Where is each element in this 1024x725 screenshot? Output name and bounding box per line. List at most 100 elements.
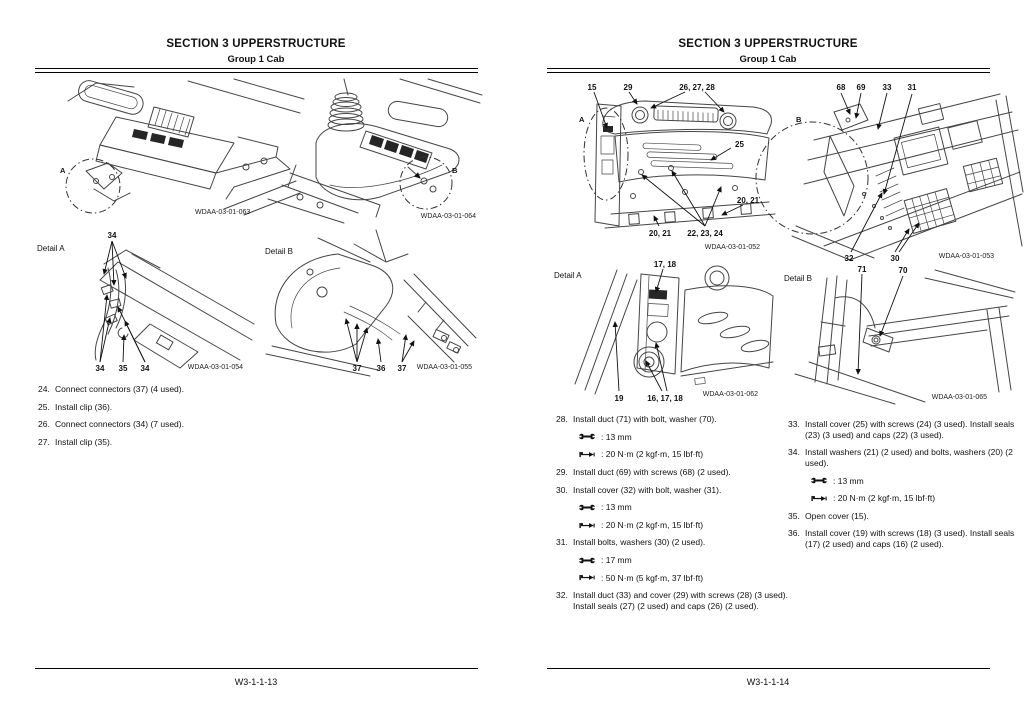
figure-detail-b: Detail B 37 36 37 WDAA-03-01-055: [258, 228, 483, 377]
spec-row: : 13 mm: [579, 502, 790, 513]
callout-36: 36: [377, 364, 386, 373]
step-text: Install duct (71) with bolt, washer (70)…: [573, 414, 717, 424]
step-text: Connect connectors (37) (4 used).: [55, 384, 184, 394]
detail-a-marker-circle: [65, 158, 121, 214]
technical-drawing: [794, 269, 1016, 405]
figure-detail-a: Detail A 17, 18 19 16, 17, 18 WDAA-03-01…: [545, 256, 785, 404]
figure-code: WDAA-03-01-055: [417, 364, 472, 371]
wrench-icon: [811, 478, 827, 484]
step-number: 34.: [788, 447, 800, 458]
section-title: SECTION 3 UPPERSTRUCTURE: [678, 38, 858, 50]
callout-15: 15: [588, 83, 597, 92]
spec-row: : 20 N·m (2 kgf·m, 15 lbf·ft): [579, 520, 790, 531]
spec-row: : 50 N·m (5 kgf·m, 37 lbf·ft): [579, 573, 790, 584]
step-text: Install clip (35).: [55, 436, 113, 447]
step-item: 29. Install duct (69) with screws (68) (…: [556, 467, 790, 478]
manual-page-left: SECTION 3 UPPERSTRUCTURE Group 1 Cab: [30, 38, 483, 687]
detail-label: Detail A: [37, 244, 65, 253]
step-number: 24.: [38, 384, 50, 394]
figure-platform-view-b: 68 69 33 31 B 32 30 WDAA-03-01-053: [755, 76, 1024, 263]
step-number: 25.: [38, 401, 50, 412]
technical-drawing: [594, 100, 776, 229]
leader-arrows: [344, 318, 415, 363]
figure-detail-a: Detail A 34 34 35 34 WDAA-03-01-054: [30, 228, 255, 376]
callout-68: 68: [837, 83, 846, 92]
callout-25: 25: [735, 140, 744, 149]
leader-arrows: [593, 91, 744, 227]
step-number: 32.: [556, 590, 568, 601]
callout-31: 31: [908, 83, 917, 92]
torque-wrench-icon: [579, 575, 595, 581]
view-label-b: B: [452, 166, 458, 175]
spec-text: : 17 mm: [601, 555, 632, 565]
spec-row: : 17 mm: [579, 555, 790, 566]
callout-26-27-28: 26, 27, 28: [679, 83, 715, 92]
group-subtitle: Group 1 Cab: [227, 54, 285, 65]
header-rule: [547, 68, 990, 73]
callout-20-21-bottom: 20, 21: [649, 229, 672, 238]
instruction-steps-col1: 28. Install duct (71) with bolt, washer …: [556, 414, 790, 619]
spec-text: : 20 N·m (2 kgf·m, 15 lbf·ft): [601, 519, 704, 530]
detail-label: Detail B: [784, 274, 812, 283]
callout-69: 69: [857, 83, 866, 92]
callout-29: 29: [624, 83, 633, 92]
page-number: W3-1-1-14: [746, 677, 790, 687]
step-number: 30.: [556, 484, 568, 495]
step-text: Install duct (33) and cover (29) with sc…: [573, 590, 788, 611]
step-number: 26.: [38, 419, 50, 430]
figure-detail-b: Detail B 71 70 WDAA-03-01-065: [775, 262, 1024, 405]
instruction-steps: 24. Connect connectors (37) (4 used). 25…: [38, 384, 478, 455]
view-label-b: B: [796, 115, 802, 124]
step-text: Connect connectors (34) (7 used).: [55, 419, 184, 430]
wrench-icon: [579, 557, 595, 563]
torque-wrench-icon: [811, 495, 827, 501]
step-text: Install cover (32) with bolt, washer (31…: [573, 484, 722, 495]
step-number: 33.: [788, 419, 800, 429]
step-item: 31. Install bolts, washers (30) (2 used)…: [556, 537, 790, 548]
callout-37-right: 37: [398, 364, 407, 373]
callout-34-bottom-left: 34: [96, 364, 105, 373]
callout-22-23-24: 22, 23, 24: [687, 229, 723, 238]
detail-label: Detail B: [265, 247, 293, 256]
step-item: 27. Install clip (35).: [38, 437, 478, 448]
step-text: Install clip (36).: [55, 401, 113, 412]
figure-code: WDAA-03-01-054: [188, 364, 243, 371]
manual-page-right: SECTION 3 UPPERSTRUCTURE Group 1 Cab: [512, 0, 1024, 725]
callout-35: 35: [119, 364, 128, 373]
callout-33: 33: [883, 83, 892, 92]
footer-rule: [547, 668, 990, 669]
callout-16-17-18: 16, 17, 18: [647, 394, 683, 403]
step-item: 33. Install cover (25) with screws (24) …: [788, 419, 1018, 440]
figure-code: WDAA-03-01-062: [703, 391, 758, 398]
figure-code: WDAA-03-01-065: [932, 394, 987, 401]
step-text: Install cover (19) with screws (18) (3 u…: [805, 528, 1015, 549]
callout-34-top: 34: [108, 231, 117, 240]
step-number: 28.: [556, 414, 568, 424]
step-text: Install duct (69) with screws (68) (2 us…: [573, 466, 731, 477]
page-number: W3-1-1-13: [234, 677, 278, 687]
callout-17-18: 17, 18: [654, 260, 677, 269]
header-rule: [35, 68, 478, 73]
spec-row: : 13 mm: [811, 476, 1018, 487]
step-number: 36.: [788, 528, 800, 539]
step-item: 32. Install duct (33) and cover (29) wit…: [556, 590, 790, 611]
callout-20-21-right: 20, 21: [737, 196, 760, 205]
callout-70: 70: [899, 266, 908, 275]
step-item: 34. Install washers (21) (2 used) and bo…: [788, 447, 1018, 468]
view-label-a: A: [579, 115, 585, 124]
step-number: 27.: [38, 436, 50, 447]
figure-console-view-b: B WDAA-03-01-064: [260, 77, 483, 224]
figure-console-view-a: A WDAA-03-01-063: [38, 77, 308, 219]
callout-19: 19: [615, 394, 624, 403]
technical-drawing: [94, 249, 255, 369]
callout-71: 71: [858, 265, 867, 274]
figure-cab-rear-view-a: 15 29 26, 27, 28 A 25 20, 21 20, 21 22, …: [545, 76, 785, 252]
step-number: 35.: [788, 510, 800, 521]
wrench-icon: [579, 504, 595, 511]
step-number: 31.: [556, 537, 568, 548]
technical-drawing: [67, 78, 305, 216]
leader-arrows: [840, 92, 920, 253]
leader-arrows: [855, 273, 904, 375]
callout-30: 30: [891, 254, 900, 263]
callout-34-bottom-right: 34: [141, 364, 150, 373]
